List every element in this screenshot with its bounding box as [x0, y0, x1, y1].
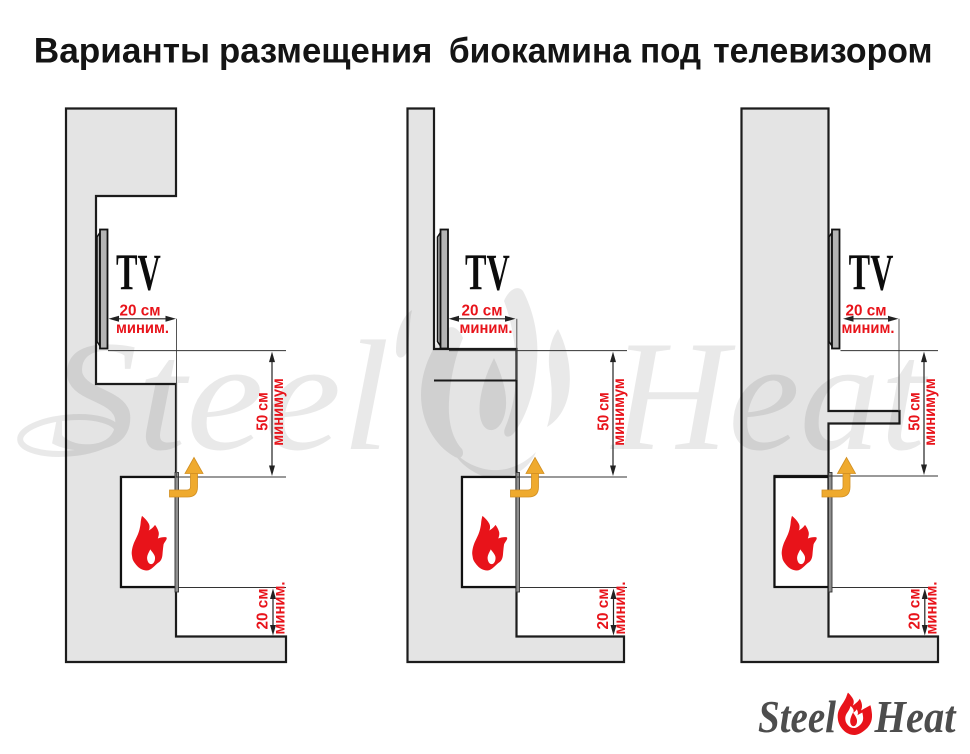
svg-text:Heat: Heat — [610, 309, 929, 484]
svg-text:20 см: 20 см — [906, 589, 923, 630]
svg-text:миним.: миним. — [612, 582, 629, 635]
svg-text:минимум: минимум — [922, 378, 939, 446]
svg-text:20 см: 20 см — [846, 302, 887, 319]
svg-text:20 см: 20 см — [595, 589, 612, 630]
svg-text:минимум: минимум — [270, 378, 287, 446]
svg-text:миним.: миним. — [842, 320, 895, 337]
svg-text:миним.: миним. — [923, 582, 940, 635]
svg-text:50 см: 50 см — [254, 392, 271, 431]
svg-text:под: под — [640, 32, 701, 71]
svg-text:Steel: Steel — [758, 691, 836, 742]
svg-text:размещения: размещения — [219, 32, 432, 71]
svg-text:TV: TV — [465, 244, 510, 302]
svg-text:телевизором: телевизором — [713, 32, 932, 71]
svg-text:биокамина: биокамина — [449, 32, 632, 71]
svg-text:20 см: 20 см — [255, 589, 272, 630]
svg-text:минимум: минимум — [611, 378, 628, 446]
svg-text:Варианты: Варианты — [34, 32, 210, 71]
svg-text:50 см: 50 см — [595, 392, 612, 431]
svg-text:миним.: миним. — [460, 320, 513, 337]
svg-text:50 см: 50 см — [906, 392, 923, 431]
svg-text:Heat: Heat — [874, 691, 957, 742]
svg-text:миним.: миним. — [272, 582, 289, 635]
svg-text:TV: TV — [849, 244, 894, 302]
svg-text:миним.: миним. — [116, 320, 169, 337]
svg-text:20 см: 20 см — [462, 302, 503, 319]
svg-text:20 см: 20 см — [120, 302, 161, 319]
svg-text:TV: TV — [116, 244, 161, 302]
